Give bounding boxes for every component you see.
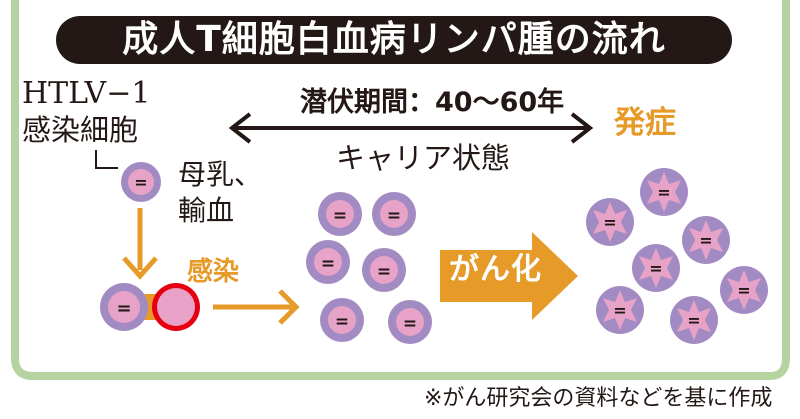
svg-text:=: =: [333, 206, 347, 226]
infected-cell-label: 感染細胞: [22, 113, 139, 147]
svg-text:=: =: [657, 183, 670, 202]
onset-label: 発症: [614, 105, 676, 141]
cancer-label: がん化: [449, 252, 542, 287]
cancer-block-arrow: [440, 232, 578, 320]
svg-text:=: =: [403, 314, 417, 334]
target-cell: [152, 283, 200, 331]
svg-text:=: =: [613, 301, 626, 320]
source-note: ※がん研究会の資料などを基に作成: [424, 386, 773, 411]
latency-label: 潜伏期間：40〜60年: [300, 87, 565, 118]
carrier-state-label: キャリア状態: [336, 141, 511, 175]
carrier-cell: =: [388, 300, 432, 344]
latency-arrow-right-head: [570, 112, 594, 144]
infecting-cell: =: [100, 283, 148, 331]
svg-text:=: =: [321, 254, 335, 274]
htlv-label: HTLV−1: [22, 76, 151, 111]
infection-arrow-head: [278, 289, 300, 325]
svg-text:=: =: [649, 259, 662, 278]
svg-text:=: =: [737, 281, 750, 300]
atl-cell: =: [586, 198, 634, 246]
transmission-arrow-head: [122, 256, 158, 280]
carrier-cell: =: [306, 240, 350, 284]
carrier-cell: =: [372, 192, 416, 236]
route-label-transfusion: 輸血: [178, 194, 235, 227]
svg-text:=: =: [134, 173, 147, 192]
label-pointer-line: [95, 150, 118, 169]
svg-text:=: =: [387, 206, 401, 226]
atl-cell: =: [632, 244, 680, 292]
atl-cell: =: [670, 296, 718, 344]
title-bar: [56, 16, 732, 64]
diagram-title: 成人T細胞白血病リンパ腫の流れ: [122, 19, 666, 60]
svg-text:=: =: [116, 298, 131, 319]
carrier-cell: =: [320, 298, 364, 342]
panel-frame: [11, 0, 790, 380]
atl-cell: =: [682, 216, 730, 264]
latency-arrow-left-head: [228, 112, 252, 144]
svg-text:=: =: [603, 213, 616, 232]
infection-label: 感染: [187, 257, 240, 287]
atl-cell: =: [596, 286, 644, 334]
carrier-cell: =: [318, 192, 362, 236]
route-label-breastmilk: 母乳、: [178, 158, 263, 191]
svg-text:=: =: [687, 311, 700, 330]
atl-cell: =: [640, 168, 688, 216]
svg-text:=: =: [699, 231, 712, 250]
svg-text:=: =: [377, 262, 391, 282]
svg-text:=: =: [335, 312, 349, 332]
infected-cell: =: [121, 162, 161, 202]
atl-cell: =: [720, 266, 768, 314]
carrier-cell: =: [362, 248, 406, 292]
